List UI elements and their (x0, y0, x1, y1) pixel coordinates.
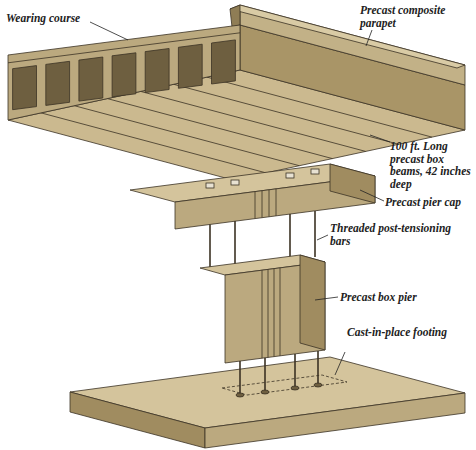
parapet-end (230, 5, 240, 27)
cap-groove (262, 191, 263, 218)
part-label: Precast box pier (340, 291, 450, 304)
beam-cell (79, 57, 103, 101)
footing (70, 351, 465, 448)
pier-groove (262, 270, 263, 358)
bar-socket (236, 393, 244, 397)
beam-cell (13, 66, 37, 110)
post-tension-bar (239, 361, 241, 395)
post-tension-bar (264, 358, 266, 392)
part-label: Cast-in-place footing (347, 326, 447, 339)
beam-joint (41, 113, 266, 173)
deck-cross-section (8, 25, 240, 120)
beam-cell (145, 49, 169, 93)
pier-groove (268, 269, 269, 357)
anchor-nut (311, 169, 319, 174)
beam-joint (141, 91, 366, 151)
pier-side (300, 255, 325, 350)
bar-socket (261, 390, 269, 394)
beam-joint (107, 99, 332, 159)
part-label: Wearing course (6, 12, 116, 25)
leader-line (90, 22, 128, 40)
footing-front (205, 393, 465, 448)
post-tension-bar (289, 214, 291, 260)
cap-groove (269, 190, 270, 217)
post-tension-bar (234, 221, 236, 268)
post-tension-bar (317, 351, 319, 385)
post-tension-bar (209, 225, 211, 271)
beam-joint (74, 106, 299, 166)
pier-groove (274, 269, 275, 357)
anchor-nut (231, 180, 239, 185)
part-label: 100 ft. Long precast box beams, 42 inche… (390, 140, 474, 190)
box-pier (200, 255, 325, 363)
leader-line (360, 190, 384, 201)
post-tension-bar (314, 211, 316, 257)
beam-cell (178, 44, 202, 88)
bar-socket (314, 383, 322, 387)
bar-socket (291, 386, 299, 390)
leader-line (317, 235, 328, 240)
part-label: Precast pier cap (385, 196, 475, 209)
pier-groove (280, 268, 281, 356)
leader-line (335, 352, 345, 375)
footing-side (70, 392, 205, 448)
cap-end (330, 164, 375, 203)
anchor-nut (206, 183, 214, 188)
pier-cap (130, 164, 375, 229)
beam-cell (46, 61, 70, 105)
cap-groove (255, 192, 256, 219)
beam-cell (212, 40, 236, 84)
leader-line (366, 30, 372, 46)
beam-cell (112, 53, 136, 97)
leader-line (315, 297, 338, 300)
leader-lines (90, 22, 390, 375)
leader-line (370, 135, 390, 142)
cap-groove (276, 189, 277, 216)
post-tension-bar (294, 354, 296, 388)
anchor-nut (286, 173, 294, 178)
part-label: Threaded post-tensioning bars (330, 222, 460, 247)
part-label: Precast composite parapet (360, 4, 470, 29)
